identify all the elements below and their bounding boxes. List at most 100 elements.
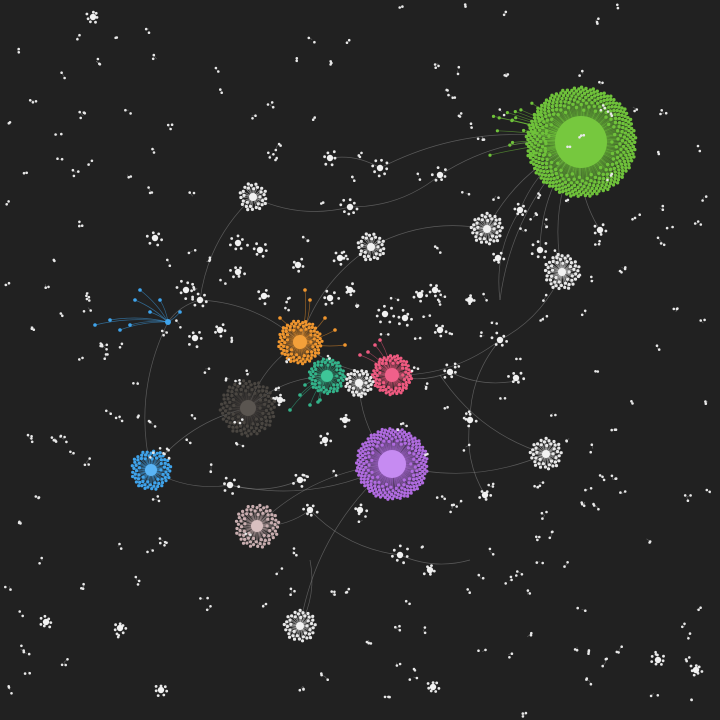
violet-cluster-node[interactable]: [423, 449, 428, 453]
violet-cluster-node[interactable]: [372, 491, 376, 495]
dark-cluster-node[interactable]: [265, 386, 269, 390]
isolated-node[interactable]: [249, 533, 252, 537]
isolated-node[interactable]: [60, 663, 64, 667]
green-cluster-node[interactable]: [601, 172, 605, 177]
violet-cluster-node[interactable]: [372, 436, 376, 440]
minor-hub[interactable]: [116, 624, 124, 632]
orange-cluster-node[interactable]: [301, 357, 305, 361]
green-cluster-node[interactable]: [602, 94, 607, 99]
leaf-node[interactable]: [191, 295, 195, 299]
white-cluster-node[interactable]: [263, 189, 267, 193]
green-cluster-node[interactable]: [542, 120, 546, 124]
isolated-node[interactable]: [169, 127, 172, 131]
white-cluster-node[interactable]: [568, 257, 573, 261]
leaf-node[interactable]: [507, 375, 510, 378]
white-cluster-node[interactable]: [553, 460, 558, 464]
isolated-node[interactable]: [79, 116, 82, 120]
green-cluster-node[interactable]: [554, 103, 559, 108]
blue-cluster-node[interactable]: [149, 451, 153, 455]
dark-cluster-node[interactable]: [250, 388, 254, 392]
dark-cluster-node[interactable]: [246, 434, 250, 438]
isolated-node[interactable]: [328, 357, 331, 360]
isolated-node[interactable]: [536, 538, 539, 542]
violet-cluster-node[interactable]: [366, 483, 370, 487]
leaf-node[interactable]: [437, 289, 441, 293]
leaf-node[interactable]: [193, 303, 197, 307]
green-cluster-node[interactable]: [617, 121, 622, 125]
dark-cluster-node[interactable]: [247, 429, 251, 433]
blue-cluster-node[interactable]: [166, 463, 170, 467]
isolated-node[interactable]: [631, 218, 634, 221]
orange-cluster-node[interactable]: [305, 357, 309, 361]
green-cluster-node[interactable]: [620, 165, 624, 170]
white-cluster-node[interactable]: [348, 376, 352, 380]
violet-cluster-node[interactable]: [382, 488, 386, 492]
isolated-node[interactable]: [398, 662, 402, 666]
green-cluster-node[interactable]: [598, 165, 603, 170]
isolated-node[interactable]: [550, 414, 553, 417]
green-cluster-node[interactable]: [538, 122, 543, 127]
rose-gray-cluster-node[interactable]: [267, 534, 271, 538]
green-cluster-node[interactable]: [589, 179, 593, 183]
leaf-node[interactable]: [354, 507, 358, 511]
green-cluster-node[interactable]: [538, 148, 543, 153]
green-cluster-node[interactable]: [616, 164, 620, 169]
leaf-node[interactable]: [43, 614, 47, 618]
leaf-node[interactable]: [188, 343, 191, 346]
isolated-node[interactable]: [345, 41, 349, 44]
white-cluster-node[interactable]: [557, 442, 561, 446]
white-cluster-node[interactable]: [534, 456, 538, 460]
green-cluster-node[interactable]: [529, 136, 533, 140]
green-cluster-node[interactable]: [609, 178, 613, 182]
blue-cluster-node[interactable]: [178, 310, 182, 314]
white-cluster-node[interactable]: [554, 284, 558, 288]
pink-cluster-node[interactable]: [382, 356, 386, 360]
violet-cluster-node[interactable]: [362, 468, 366, 472]
teal-cluster-node[interactable]: [319, 388, 323, 392]
isolated-node[interactable]: [224, 377, 228, 380]
leaf-node[interactable]: [398, 322, 401, 326]
isolated-node[interactable]: [190, 414, 194, 417]
isolated-node[interactable]: [151, 57, 155, 61]
rose-gray-cluster-node[interactable]: [245, 541, 249, 545]
leaf-node[interactable]: [258, 297, 262, 300]
white-cluster-node[interactable]: [549, 459, 554, 463]
isolated-node[interactable]: [103, 357, 106, 361]
isolated-node[interactable]: [665, 226, 669, 230]
violet-cluster-node[interactable]: [407, 477, 412, 481]
green-cluster-node[interactable]: [624, 153, 628, 157]
rose-gray-cluster-node[interactable]: [254, 540, 258, 544]
isolated-node[interactable]: [157, 499, 161, 503]
white-cluster-node[interactable]: [368, 379, 372, 383]
green-cluster-node[interactable]: [584, 86, 588, 91]
leaf-node[interactable]: [343, 425, 347, 428]
leaf-node[interactable]: [239, 247, 243, 250]
isolated-node[interactable]: [484, 648, 487, 652]
green-cluster-node[interactable]: [608, 101, 612, 105]
isolated-node[interactable]: [578, 273, 581, 277]
pink-cluster-node[interactable]: [404, 386, 408, 390]
leaf-node[interactable]: [650, 660, 654, 663]
isolated-node[interactable]: [604, 657, 608, 661]
pink-cluster-node[interactable]: [378, 378, 382, 382]
white-cluster-node[interactable]: [551, 285, 555, 289]
green-cluster-node[interactable]: [531, 158, 535, 162]
green-cluster-node[interactable]: [618, 142, 622, 146]
green-cluster-node[interactable]: [586, 186, 590, 190]
isolated-node[interactable]: [175, 319, 178, 322]
isolated-node[interactable]: [465, 412, 468, 415]
white-cluster-node[interactable]: [306, 619, 310, 623]
leaf-node[interactable]: [531, 243, 535, 247]
green-cluster-node[interactable]: [551, 184, 555, 188]
orange-cluster-node[interactable]: [292, 359, 296, 363]
isolated-node[interactable]: [544, 293, 548, 297]
white-cluster-node[interactable]: [494, 235, 499, 239]
isolated-node[interactable]: [17, 521, 21, 525]
white-cluster-node[interactable]: [550, 268, 555, 272]
green-cluster-node[interactable]: [590, 192, 594, 196]
pink-cluster-node[interactable]: [381, 358, 385, 362]
isolated-node[interactable]: [610, 172, 614, 176]
pink-cluster-node[interactable]: [396, 357, 400, 361]
blue-cluster-node[interactable]: [108, 318, 112, 322]
isolated-node[interactable]: [450, 332, 454, 336]
